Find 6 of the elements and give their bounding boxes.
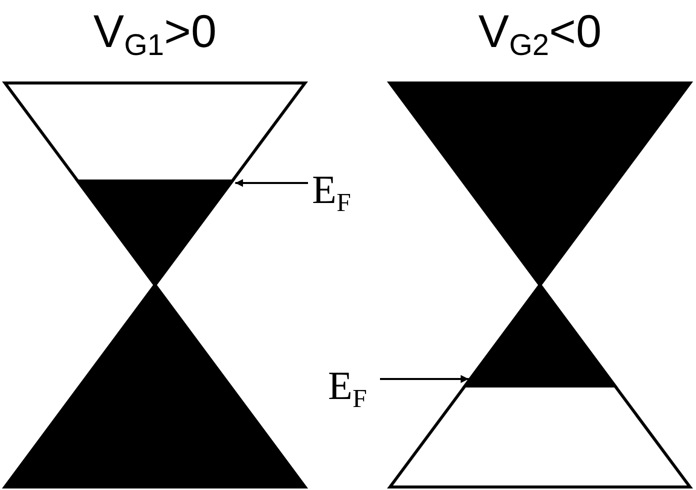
fermi-level-label: E$_{F}$ xyxy=(328,364,367,408)
fermi-level-label: E$_{F}$ xyxy=(312,168,351,212)
gate-voltage-heading: V$_{G2}$<0 xyxy=(477,4,603,62)
leader-arrow xyxy=(380,375,469,383)
leader-arrow xyxy=(235,179,308,187)
gate-voltage-heading: V$_{G1}$>0 xyxy=(92,4,218,62)
